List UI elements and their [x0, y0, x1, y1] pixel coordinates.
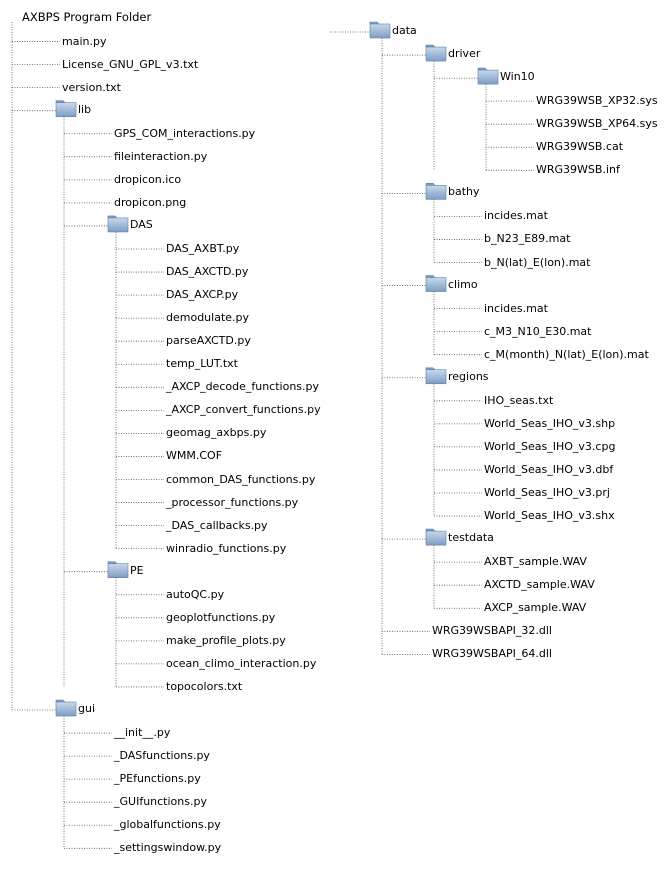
- file-wrg39wsb-xp64-sys: WRG39WSB_XP64.sys: [536, 117, 658, 131]
- file-wrg39wsbapi-64-dll: WRG39WSBAPI_64.dll: [432, 647, 552, 661]
- file-wrg39wsb-inf: WRG39WSB.inf: [536, 163, 620, 177]
- folder-pe: PE: [130, 563, 144, 577]
- file-world-seas-iho-v3-dbf: World_Seas_IHO_v3.dbf: [484, 462, 614, 476]
- file-winradio-functions-py: winradio_functions.py: [166, 541, 287, 555]
- file-incides-mat: incides.mat: [484, 301, 548, 315]
- folder-icon: [107, 215, 129, 233]
- file-dasfunctions-py: _DASfunctions.py: [114, 749, 210, 763]
- folder-icon: [425, 44, 447, 62]
- folder-icon: [107, 561, 129, 579]
- folder-lib: lib: [78, 102, 92, 116]
- folder-das: DAS: [130, 217, 153, 231]
- file-das-axcp-py: DAS_AXCP.py: [166, 288, 239, 302]
- file-axcp-convert-functions-py: _AXCP_convert_functions.py: [166, 403, 321, 417]
- file-gps-com-interactions-py: GPS_COM_interactions.py: [114, 126, 256, 140]
- file-das-callbacks-py: _DAS_callbacks.py: [166, 518, 268, 532]
- file-wrg39wsb-cat: WRG39WSB.cat: [536, 140, 624, 154]
- file-common-das-functions-py: common_DAS_functions.py: [166, 472, 316, 486]
- file-parseaxctd-py: parseAXCTD.py: [166, 334, 251, 348]
- file-world-seas-iho-v3-prj: World_Seas_IHO_v3.prj: [484, 486, 610, 499]
- folder-driver: driver: [448, 47, 481, 61]
- file-axctd-sample-wav: AXCTD_sample.WAV: [484, 578, 595, 592]
- file-das-axbt-py: DAS_AXBT.py: [166, 242, 240, 255]
- file-globalfunctions-py: _globalfunctions.py: [114, 818, 221, 832]
- file-main-py: main.py: [62, 34, 107, 48]
- file-world-seas-iho-v3-cpg: World_Seas_IHO_v3.cpg: [484, 439, 616, 453]
- file-topocolors-txt: topocolors.txt: [166, 679, 243, 693]
- file-wrg39wsbapi-32-dll: WRG39WSBAPI_32.dll: [432, 624, 552, 638]
- file-wrg39wsb-xp32-sys: WRG39WSB_XP32.sys: [536, 94, 658, 108]
- file-temp-lut-txt: temp_LUT.txt: [166, 357, 238, 371]
- file-license-gnu-gpl-v3-txt: License_GNU_GPL_v3.txt: [62, 57, 199, 71]
- file-fileinteraction-py: fileinteraction.py: [114, 149, 208, 163]
- folder-icon: [425, 183, 447, 200]
- folder-icon: [369, 21, 391, 39]
- file-c-m3-n10-e30-mat: c_M3_N10_E30.mat: [484, 324, 592, 338]
- file-incides-mat: incides.mat: [484, 209, 548, 223]
- file-geomag-axbps-py: geomag_axbps.py: [166, 426, 267, 440]
- file-axcp-decode-functions-py: _AXCP_decode_functions.py: [166, 380, 320, 394]
- file-dropicon-png: dropicon.png: [114, 195, 187, 209]
- file-world-seas-iho-v3-shx: World_Seas_IHO_v3.shx: [484, 509, 615, 523]
- file-version-txt: version.txt: [62, 80, 121, 94]
- folder-icon: [55, 100, 77, 117]
- folder-icon: [425, 275, 447, 292]
- folder-icon: [425, 528, 447, 546]
- file-make-profile-plots-py: make_profile_plots.py: [166, 633, 286, 647]
- folder-icon: [477, 67, 499, 85]
- folder-gui: gui: [78, 702, 96, 715]
- file-pefunctions-py: _PEfunctions.py: [114, 772, 201, 786]
- file-c-m-month-n-lat-e-lon-mat: c_M(month)_N(lat)_E(lon).mat: [484, 347, 649, 361]
- file-das-axctd-py: DAS_AXCTD.py: [166, 265, 249, 279]
- file-world-seas-iho-v3-shp: World_Seas_IHO_v3.shp: [484, 416, 616, 430]
- file-settingswindow-py: _settingswindow.py: [114, 841, 222, 855]
- folder-bathy: bathy: [448, 185, 480, 199]
- file-processor-functions-py: _processor_functions.py: [166, 495, 299, 509]
- folder-icon: [55, 699, 77, 717]
- file-iho-seas-txt: IHO_seas.txt: [484, 393, 554, 407]
- file-axcp-sample-wav: AXCP_sample.WAV: [484, 601, 587, 615]
- file-autoqc-py: autoQC.py: [166, 587, 225, 601]
- folder-icon: [425, 367, 447, 385]
- file-b-n-lat-e-lon-mat: b_N(lat)_E(lon).mat: [484, 255, 591, 269]
- file-geoplotfunctions-py: geoplotfunctions.py: [166, 610, 276, 624]
- file-guifunctions-py: _GUIfunctions.py: [114, 795, 207, 809]
- file-b-n23-e89-mat: b_N23_E89.mat: [484, 232, 571, 246]
- folder-testdata: testdata: [448, 531, 494, 545]
- folder-regions: regions: [448, 369, 489, 383]
- folder-climo: climo: [448, 277, 478, 291]
- file-wmm-cof: WMM.COF: [166, 449, 223, 463]
- file-ocean-climo-interaction-py: ocean_climo_interaction.py: [166, 656, 317, 670]
- file-init-py: __init__.py: [114, 726, 171, 740]
- folder-data: data: [392, 24, 417, 37]
- file-dropicon-ico: dropicon.ico: [114, 172, 182, 186]
- root-folder-label: AXBPS Program Folder: [22, 10, 152, 24]
- file-demodulate-py: demodulate.py: [166, 311, 250, 325]
- file-axbt-sample-wav: AXBT_sample.WAV: [484, 555, 587, 569]
- folder-win10: Win10: [500, 70, 535, 84]
